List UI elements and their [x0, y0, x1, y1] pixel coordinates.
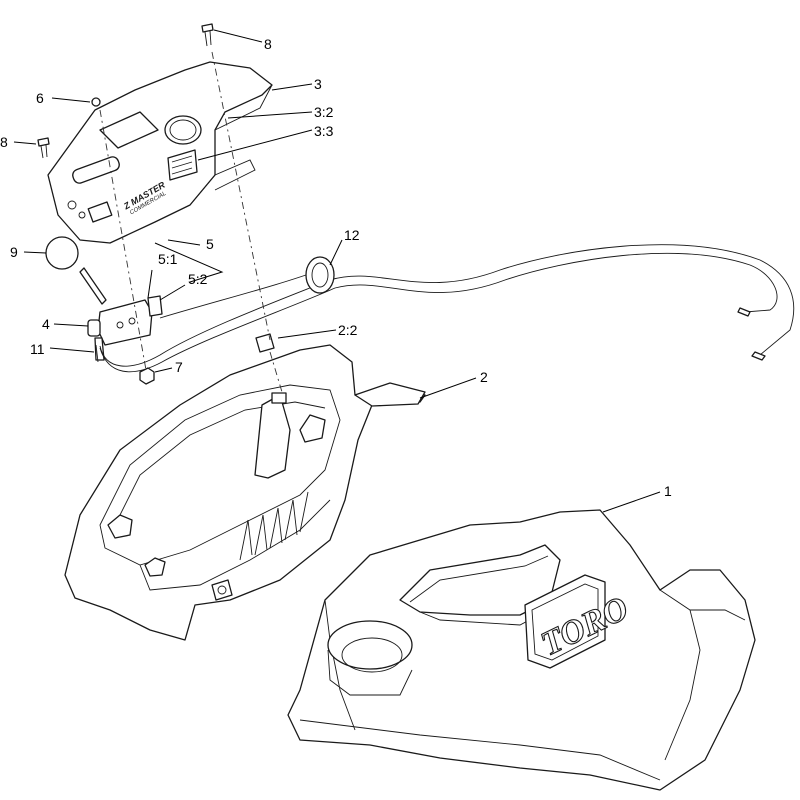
- callout-1: 1: [664, 483, 672, 499]
- callout-11: 11: [30, 341, 45, 357]
- callout-8-left: 8: [0, 134, 8, 150]
- callout-3: 3: [314, 76, 322, 92]
- callout-4: 4: [42, 316, 50, 332]
- callout-3-2: 3:2: [314, 104, 334, 120]
- callout-5-2: 5:2: [188, 271, 208, 287]
- callout-6: 6: [36, 90, 44, 106]
- callout-2-2: 2:2: [338, 322, 358, 338]
- screw-part-6: [91, 97, 101, 107]
- knob-part-9: [45, 236, 107, 305]
- cable-part-12: [99, 244, 795, 373]
- rod-part-11: [95, 344, 99, 363]
- assembly-axis-lines: [99, 51, 283, 393]
- control-panel-part-3: Z MASTER COMMERCIAL: [47, 61, 273, 244]
- switch-bracket-part-4: [87, 295, 163, 361]
- callout-12: 12: [344, 227, 360, 243]
- callout-9: 9: [10, 244, 18, 260]
- callout-8-top: 8: [264, 36, 272, 52]
- clip-part-2-2: [255, 333, 275, 353]
- callout-5-1: 5:1: [158, 251, 178, 267]
- console-housing-part-2: [64, 344, 426, 641]
- callout-leaders: [13, 29, 661, 513]
- callout-2: 2: [480, 369, 488, 385]
- console-cover-part-1: TORO: [287, 509, 756, 791]
- callout-7: 7: [175, 359, 183, 375]
- callout-labels: 8 3 6 3:2 8 3:3 5 12 9 5:1 5:2 4 2:2 11 …: [0, 36, 672, 499]
- callout-3-3: 3:3: [314, 123, 334, 139]
- screw-part-8: [37, 23, 214, 159]
- callout-5: 5: [206, 236, 214, 252]
